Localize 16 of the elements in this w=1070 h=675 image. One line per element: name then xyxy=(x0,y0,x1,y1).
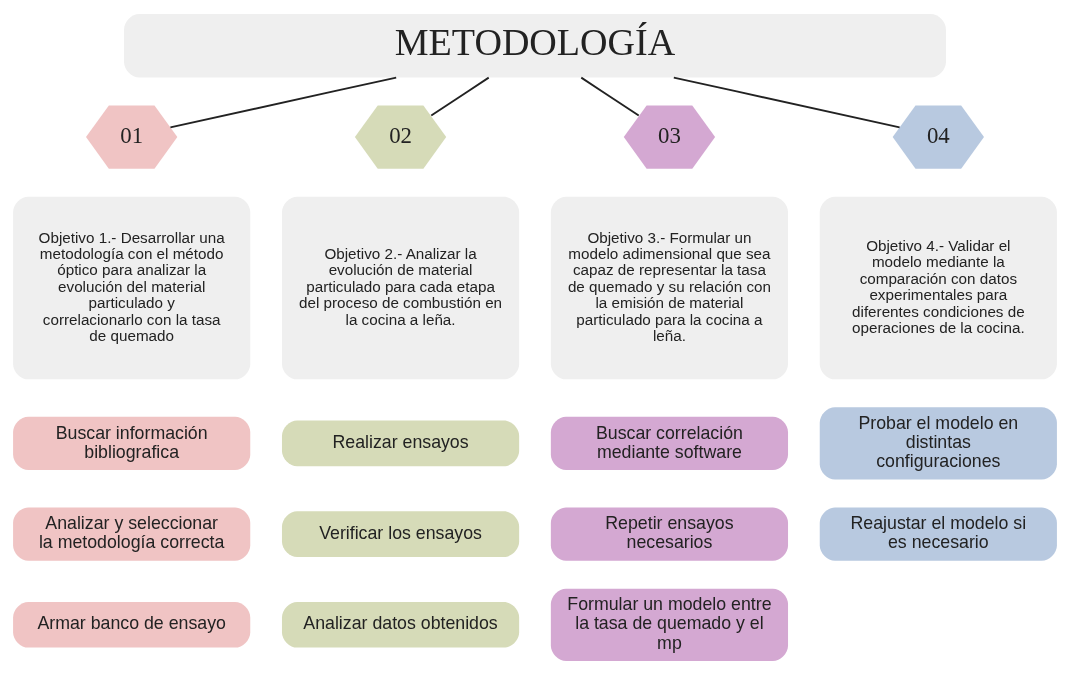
node-box: Buscar correlación mediante software xyxy=(550,416,789,471)
node-box: Armar banco de ensayo xyxy=(13,601,251,648)
connector xyxy=(580,76,640,117)
node-box: Analizar datos obtenidos xyxy=(281,601,520,648)
connector xyxy=(430,76,490,117)
node-box: Realizar ensayos xyxy=(281,420,520,467)
node-box: Repetir ensayos necesarios xyxy=(550,507,789,561)
node-box: Reajustar el modelo si es necesario xyxy=(819,507,1057,561)
connector xyxy=(672,76,901,129)
node-box: Buscar información bibliografica xyxy=(13,416,251,471)
node-box: Verificar los ensayos xyxy=(281,511,520,557)
node-box: Formular un modelo entre la tasa de quemado y el mp xyxy=(550,588,789,661)
node-box: Probar el modelo en distintas configuraciones xyxy=(819,407,1057,480)
connector xyxy=(169,76,398,129)
node-box: METODOLOGÍA xyxy=(124,14,946,78)
node-box: Analizar y seleccionar la metodología correcta xyxy=(13,507,251,561)
